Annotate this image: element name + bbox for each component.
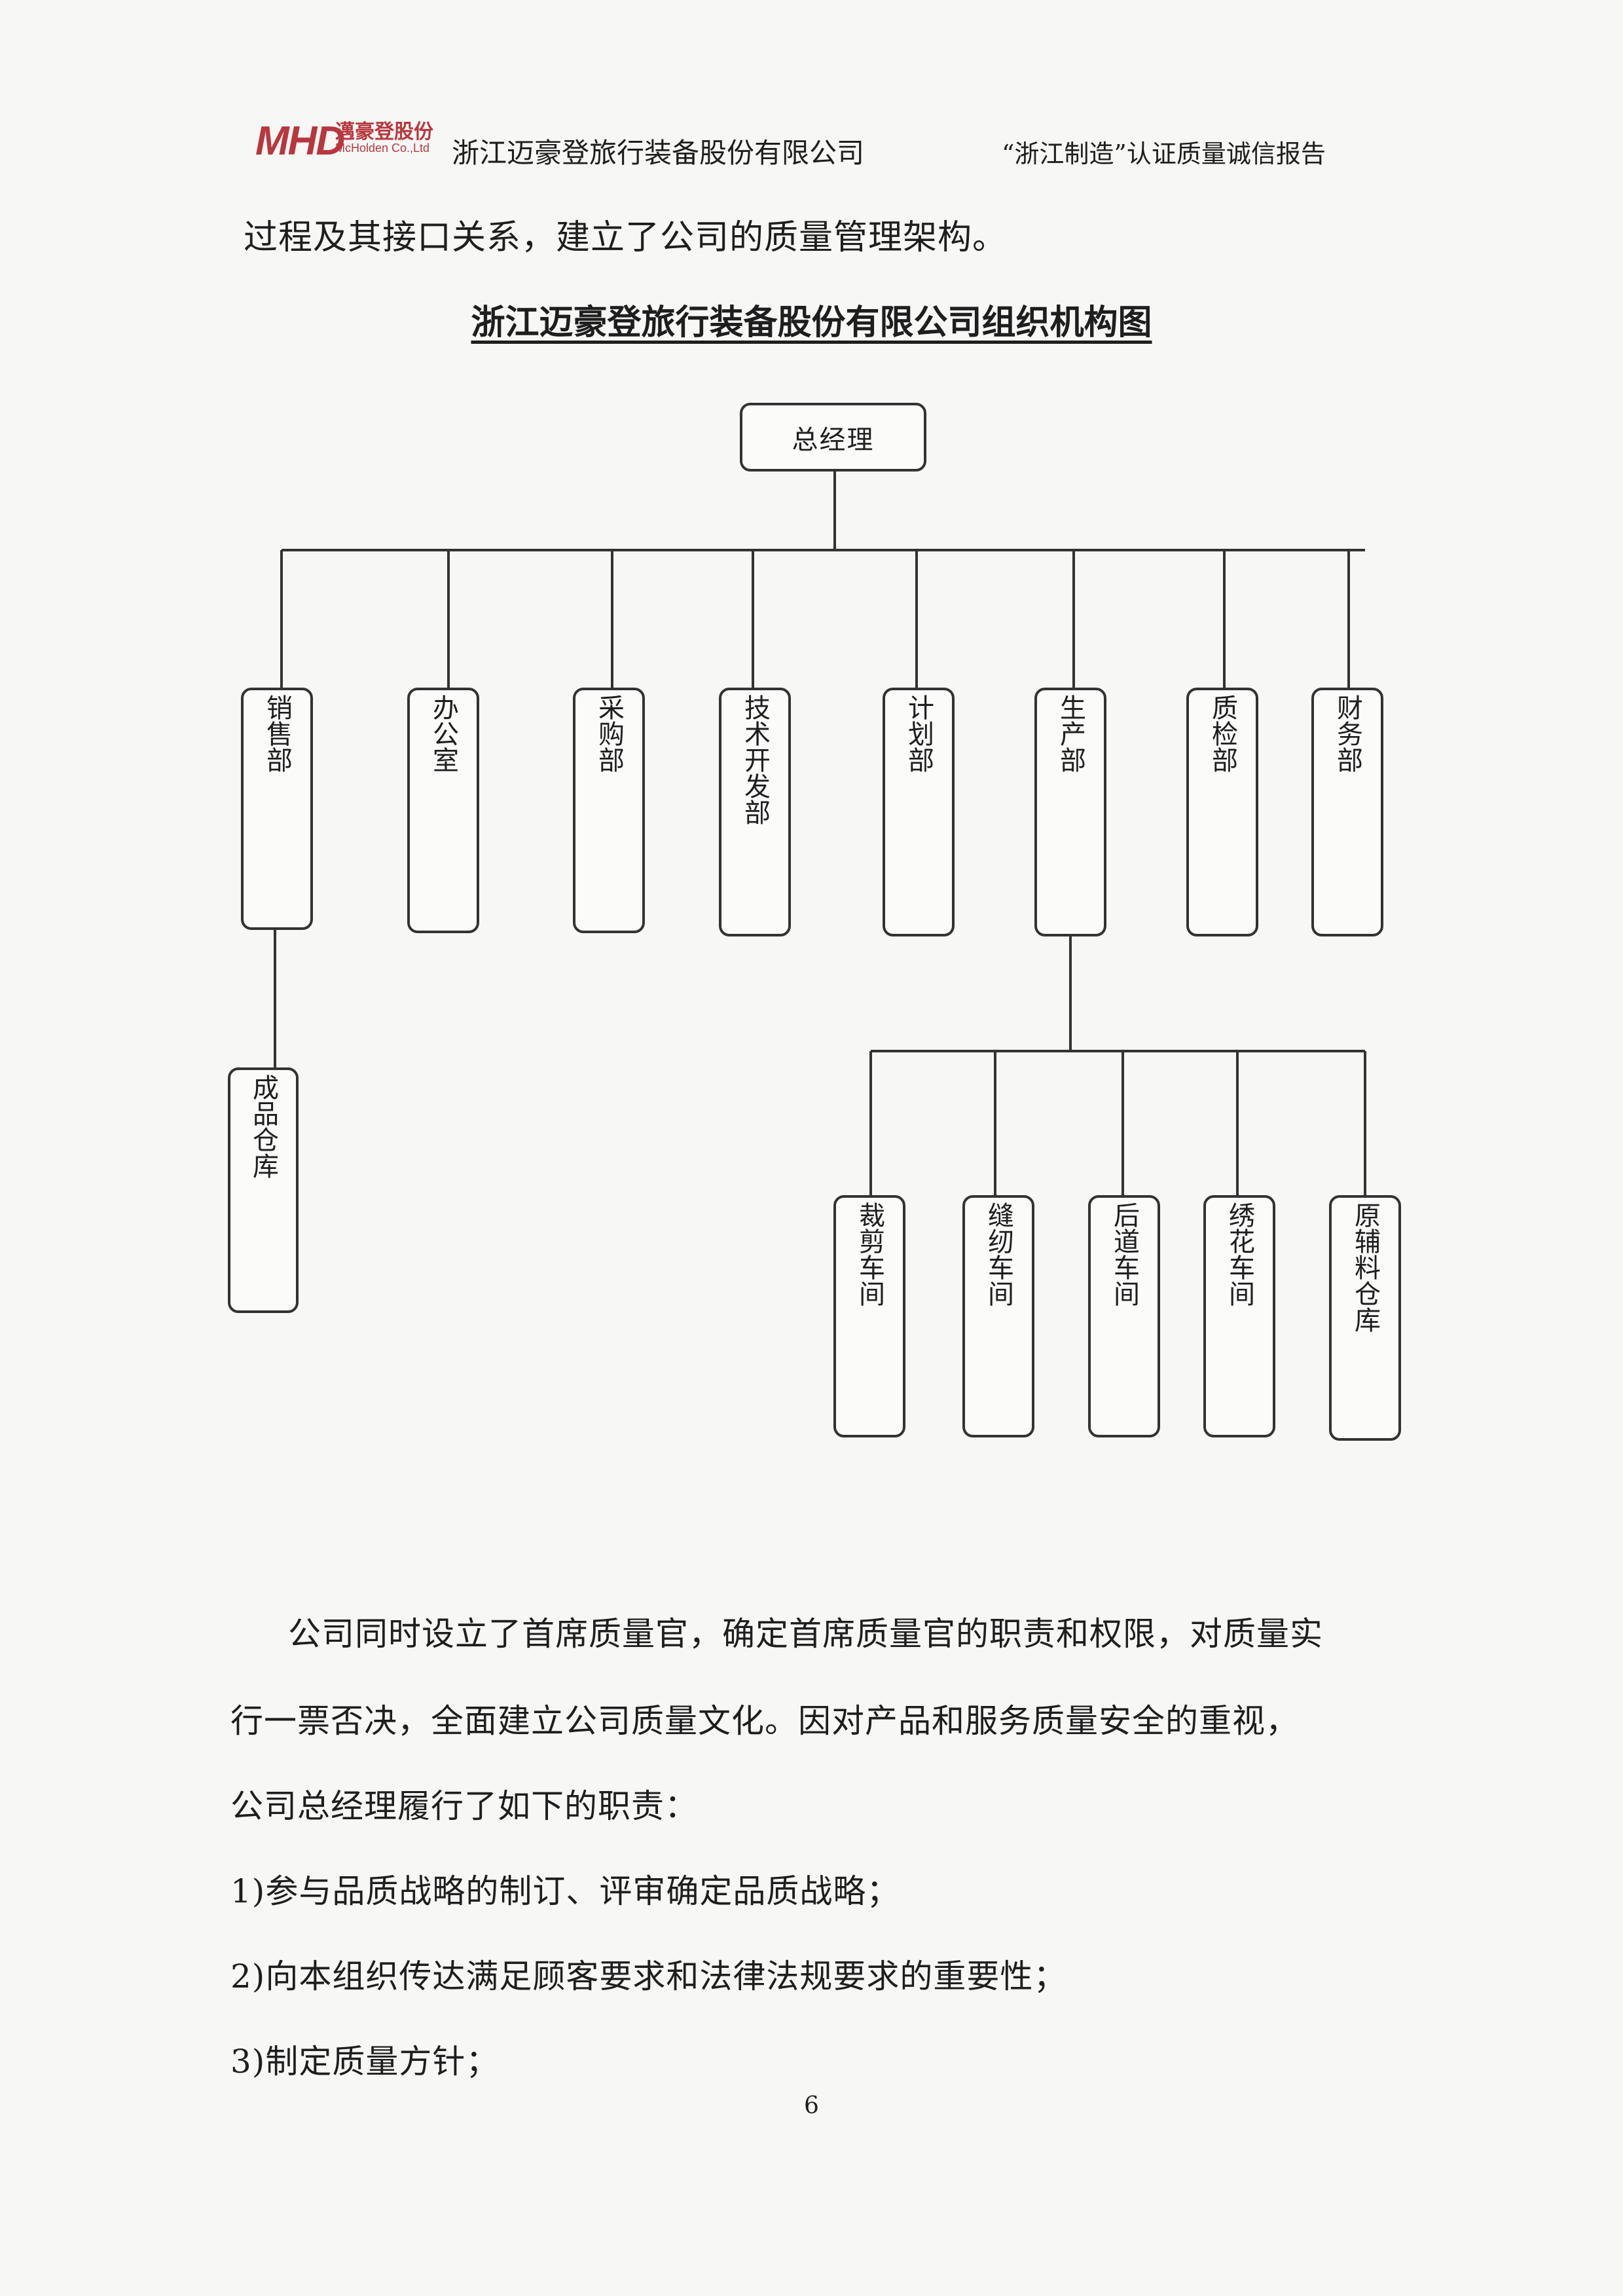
header-report-title: “浙江制造”认证质量诚信报告 (1002, 139, 1326, 168)
org-node-label: 缝纫车间 (983, 1202, 1013, 1306)
org-node-warehouse: 原辅料仓库 (1329, 1195, 1401, 1441)
chart-title: 浙江迈豪登旅行装备股份有限公司组织机构图 (0, 295, 1623, 344)
org-node-label: 总经理 (792, 424, 875, 455)
org-node-dept: 采购部 (573, 688, 645, 933)
paragraph-line: 公司总经理履行了如下的职责： (230, 1787, 698, 1825)
org-node-dept: 质检部 (1186, 688, 1258, 936)
org-node-label: 成品仓库 (248, 1074, 278, 1179)
org-node-label: 生产部 (1055, 694, 1085, 773)
org-node-label: 质检部 (1207, 694, 1237, 773)
paragraph-line: 公司同时设立了首席质量官，确定首席质量官的职责和权限，对质量实 (288, 1615, 1323, 1653)
org-node-workshop: 绣花车间 (1203, 1195, 1275, 1437)
org-node-warehouse: 成品仓库 (228, 1067, 299, 1313)
list-item: 2)向本组织传达满足顾客要求和法律法规要求的重要性； (230, 1957, 1067, 1995)
org-node-workshop: 裁剪车间 (833, 1195, 905, 1437)
org-node-label: 销售部 (262, 694, 292, 773)
page-header: MHD 邁豪登股份 McHolden Co.,Ltd 浙江迈豪登旅行装备股份有限… (249, 111, 1401, 170)
org-node-label: 原辅料仓库 (1350, 1202, 1380, 1333)
logo-en-text: McHolden Co.,Ltd (335, 141, 430, 155)
chart-title-text: 浙江迈豪登旅行装备股份有限公司组织机构图 (471, 303, 1152, 343)
page-number: 6 (804, 2092, 819, 2119)
org-node-label: 采购部 (594, 694, 624, 773)
company-logo: MHD 邁豪登股份 McHolden Co.,Ltd (249, 113, 445, 165)
header-company-name: 浙江迈豪登旅行装备股份有限公司 (452, 137, 865, 169)
logo-mark: MHD (255, 119, 345, 164)
org-node-label: 绣花车间 (1224, 1202, 1254, 1306)
org-node-label: 裁剪车间 (854, 1202, 884, 1306)
org-node-dept: 财务部 (1311, 688, 1383, 936)
org-node-dept: 技术开发部 (719, 688, 791, 936)
list-item: 3)制定质量方针； (230, 2043, 500, 2081)
org-node-dept: 生产部 (1034, 688, 1106, 936)
list-item: 1)参与品质战略的制订、评审确定品质战略； (230, 1872, 900, 1910)
org-node-dept: 办公室 (407, 688, 479, 933)
org-node-label: 后道车间 (1109, 1202, 1139, 1306)
org-node-label: 办公室 (428, 694, 458, 773)
org-node-label: 财务部 (1332, 694, 1362, 773)
org-node-dept: 销售部 (241, 688, 313, 930)
paragraph-line: 行一票否决，全面建立公司质量文化。因对产品和服务质量安全的重视， (230, 1702, 1299, 1740)
org-node-workshop: 缝纫车间 (962, 1195, 1034, 1437)
org-node-label: 技术开发部 (740, 694, 770, 825)
org-node-workshop: 后道车间 (1088, 1195, 1160, 1437)
intro-line: 过程及其接口关系，建立了公司的质量管理架构。 (244, 218, 1008, 257)
logo-cn-text: 邁豪登股份 (335, 120, 433, 143)
org-node-dept: 计划部 (883, 688, 955, 936)
org-node-label: 计划部 (903, 694, 934, 773)
org-node-general-manager: 总经理 (740, 403, 926, 472)
